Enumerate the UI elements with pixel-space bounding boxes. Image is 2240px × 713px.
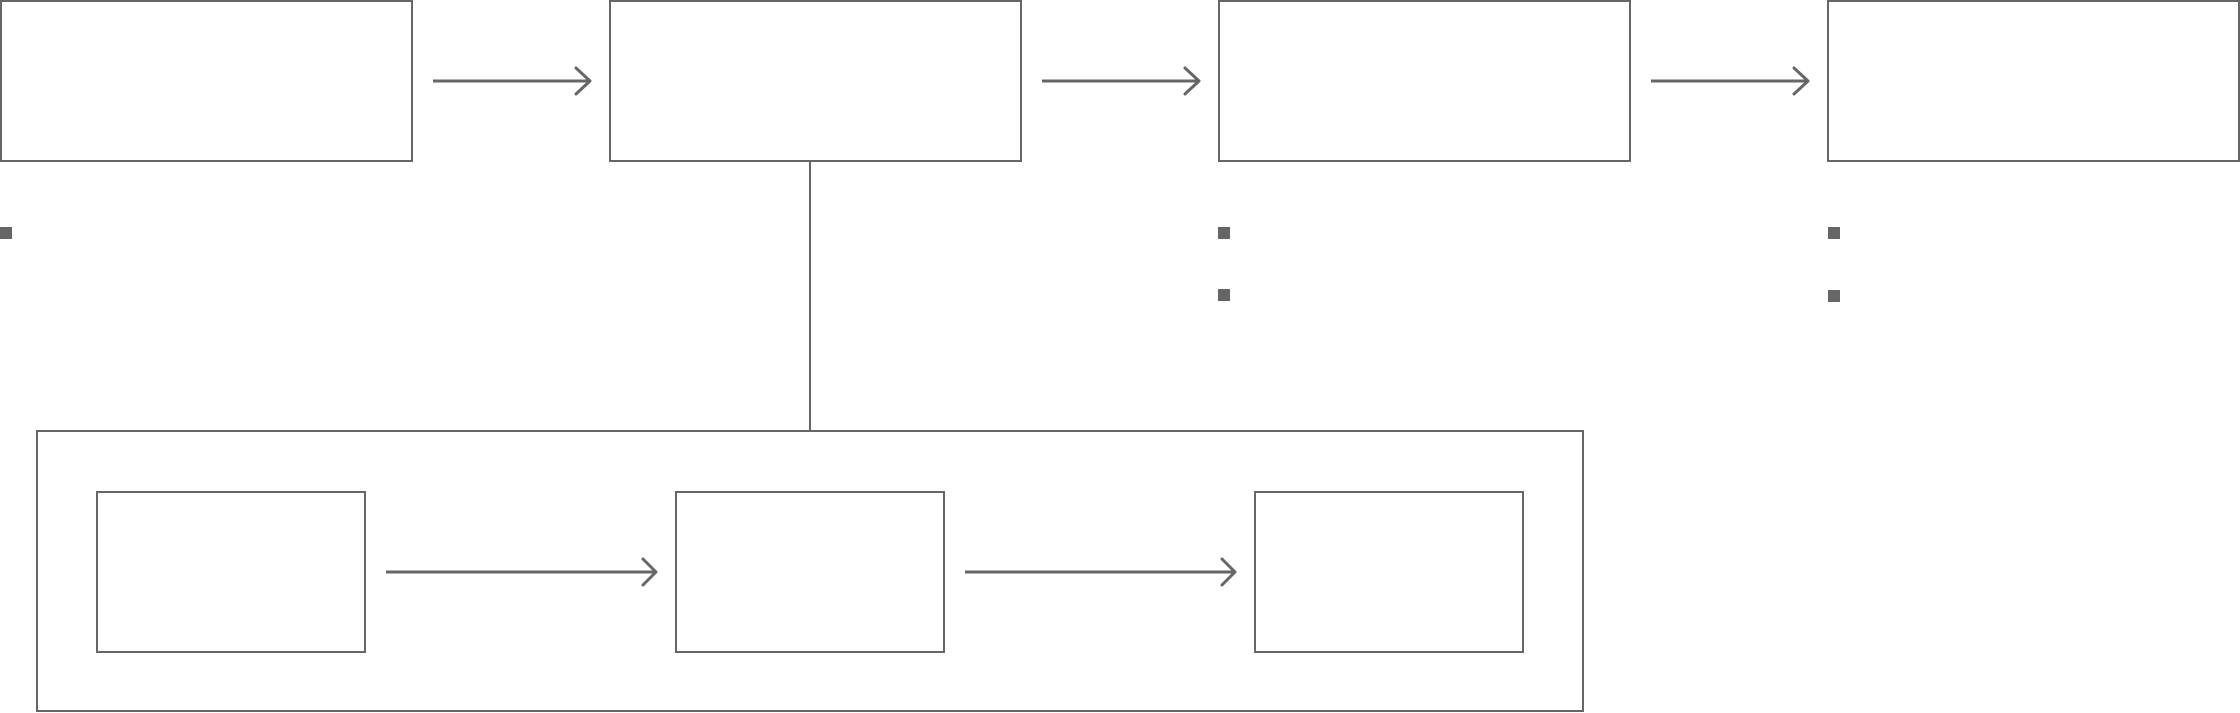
sub-step-1 xyxy=(96,491,366,653)
step-4-notes xyxy=(1828,227,1840,302)
sub-step-3 xyxy=(1254,491,1524,653)
main-step-4 xyxy=(1827,0,2240,162)
step-3-notes xyxy=(1218,227,1230,301)
main-step-1 xyxy=(0,0,413,162)
arrow-sub1-to-sub2 xyxy=(386,557,658,587)
sub-step-2 xyxy=(675,491,945,653)
arrow-step3-to-step4 xyxy=(1651,66,1810,96)
main-step-2 xyxy=(609,0,1022,162)
note-bullet xyxy=(1218,289,1230,301)
note-bullet xyxy=(1218,227,1230,239)
arrow-step1-to-step2 xyxy=(433,66,592,96)
arrow-step2-to-step3 xyxy=(1042,66,1201,96)
main-step-3 xyxy=(1218,0,1631,162)
note-bullet xyxy=(1828,290,1840,302)
step-1-notes xyxy=(0,227,12,239)
note-bullet xyxy=(0,227,12,239)
arrow-sub2-to-sub3 xyxy=(965,557,1237,587)
note-bullet xyxy=(1828,227,1840,239)
